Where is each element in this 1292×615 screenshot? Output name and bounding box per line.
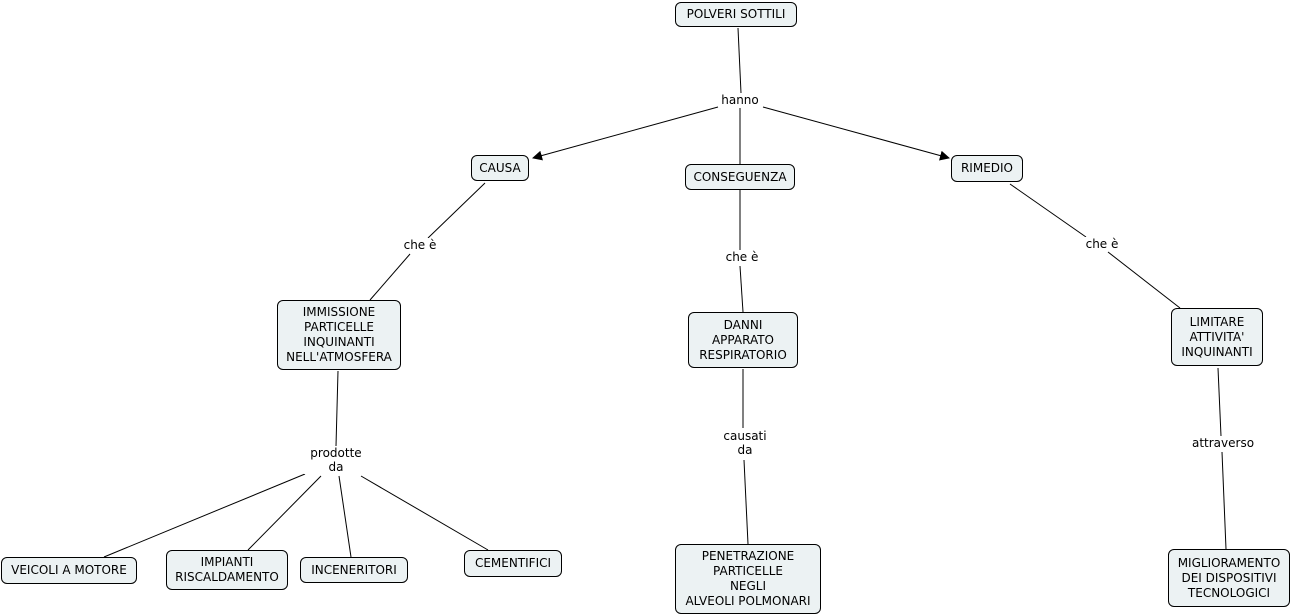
edge-label-cementifici (360, 475, 489, 551)
node-impianti[interactable]: IMPIANTI RISCALDAMENTO (166, 550, 288, 590)
edge-label-impianti (247, 475, 322, 551)
link-label-prodotte-da: prodotte da (304, 446, 368, 474)
edge-causa-label (427, 182, 486, 239)
node-penetrazione[interactable]: PENETRAZIONE PARTICELLE NEGLI ALVEOLI PO… (675, 544, 821, 614)
node-danni[interactable]: DANNI APPARATO RESPIRATORIO (688, 312, 798, 368)
node-conseguenza[interactable]: CONSEGUENZA (685, 164, 795, 190)
node-causa[interactable]: CAUSA (471, 155, 529, 181)
link-label-che-e-conseguenza: che è (719, 250, 765, 264)
node-limitare[interactable]: LIMITARE ATTIVITA' INQUINANTI (1171, 308, 1263, 366)
link-label-attraverso: attraverso (1186, 436, 1260, 450)
node-inceneritori[interactable]: INCENERITORI (300, 557, 408, 583)
link-label-hanno: hanno (718, 93, 762, 107)
edge-hanno-rimedio (762, 106, 950, 161)
edge-label-veicoli (103, 473, 306, 558)
node-cementifici[interactable]: CEMENTIFICI (464, 550, 562, 577)
node-miglioramento[interactable]: MIGLIORAMENTO DEI DISPOSITIVI TECNOLOGIC… (1168, 549, 1290, 607)
edge-limitare-label (1217, 367, 1222, 437)
node-rimedio[interactable]: RIMEDIO (951, 155, 1023, 182)
link-label-che-e-rimedio: che è (1079, 237, 1125, 251)
edge-label-penetrazione (743, 459, 749, 545)
node-immissione[interactable]: IMMISSIONE PARTICELLE INQUINANTI NELL'AT… (277, 300, 401, 370)
node-polveri-sottili[interactable]: POLVERI SOTTILI (675, 2, 797, 27)
link-label-causati-da: causati da (716, 429, 774, 457)
edge-label-immissione (369, 253, 411, 301)
edge-immissione-label (335, 370, 339, 447)
link-label-che-e-causa: che è (397, 238, 443, 252)
edge-hanno-causa (532, 106, 719, 161)
edge-label-danni (739, 265, 744, 313)
edge-label-inceneritori (338, 475, 352, 558)
edge-root-hanno (737, 27, 742, 94)
edge-label-limitare (1107, 251, 1181, 309)
edge-rimedio-label (1009, 183, 1087, 238)
node-veicoli[interactable]: VEICOLI A MOTORE (1, 557, 137, 584)
edge-label-miglioramento (1221, 451, 1227, 550)
